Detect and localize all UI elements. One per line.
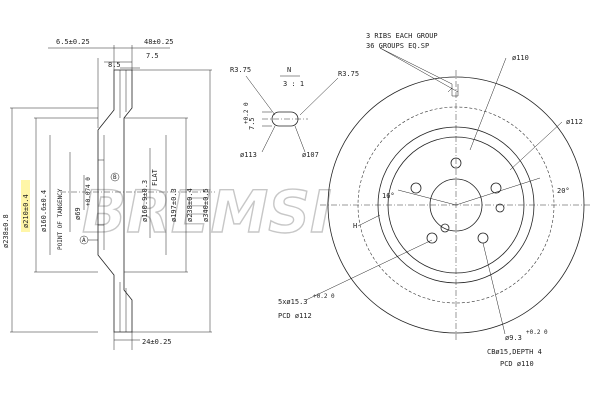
hole-9-3-tol: +0.2 0 [526,329,548,336]
point-of-tangency: POINT OF TANGENCY [57,188,64,250]
datum-a: A [82,237,86,244]
dim-thickness-top: 6.5±0.25 [56,38,90,46]
hole-9-3: ø9.3 [505,334,522,342]
ribs-note-1: 3 RIBS EACH GROUP [366,32,438,40]
flat-label: FLAT [151,168,159,186]
slot-dia-113: ø113 [240,151,257,159]
pcd-112: PCD ø112 [278,312,312,320]
bolt-hole-3 [477,232,489,244]
dia-340: ø340±0.5 [202,188,210,222]
holes-5x-tol: +0.2 0 [313,293,335,300]
slot-detail-view: R3.75 N 3 : 1 R3.75 7.5 +0.2 0 ø113 ø107 [230,66,359,159]
dim-height-top: 48±0.25 [144,38,174,46]
pcd-110: PCD ø110 [500,360,534,368]
small-hole [495,203,505,213]
bolt-hole-2 [490,182,502,194]
bolt-hole-5 [410,182,422,194]
slot-dia-107: ø107 [302,151,319,159]
dia-69-tol: +0.074 0 [85,177,92,206]
small-hole-2 [440,223,450,233]
dia-238-left: ø238±0.8 [2,214,10,248]
slot-width-tol: +0.2 0 [243,102,250,124]
bolt-hole-1 [450,157,462,169]
slot-detail-label: N [287,66,291,74]
slot-radius-right: R3.75 [338,70,359,78]
dia-197: ø197±0.3 [170,188,178,222]
cb-note: CBø15,DEPTH 4 [487,348,542,356]
label-h: H [353,222,357,230]
front-view: 3 RIBS EACH GROUP 36 GROUPS EQ.SP ø110 ø… [278,32,592,368]
dim-bottom: 24±0.25 [142,338,172,346]
datum-b-circle [110,172,120,182]
angle-20: 20° [557,187,570,195]
dim-7-5: 7.5 [146,52,159,60]
watermark-logo: BREMSI [82,178,332,246]
dia-160-6: ø160.6±0.4 [40,190,48,232]
ribs-note-2: 36 GROUPS EQ.SP [366,42,429,50]
bolt-hole-4 [426,232,438,244]
dia-69: ø69 [74,207,82,220]
slot-radius-left: R3.75 [230,66,251,74]
angle-16: 16° [382,192,395,200]
dia-210: ø210±0.4 [22,194,30,228]
holes-5x-dia: 5xø15.3 [278,298,308,306]
dim-8-5: 8.5 [108,61,121,69]
dia-238-right: ø238±0.4 [186,188,194,222]
slot-detail-scale: 3 : 1 [283,80,304,88]
side-section-view: 6.5±0.25 48±0.25 8.5 7.5 24±0.25 ø238±0.… [2,38,215,350]
slot-width: 7.5 [248,117,256,130]
dia-110-label: ø110 [512,54,529,62]
highlight-dia-210 [21,180,30,232]
dia-112-label: ø112 [566,118,583,126]
dia-160-9: ø160.9±0.3 [141,180,149,222]
datum-b: B [113,174,117,181]
